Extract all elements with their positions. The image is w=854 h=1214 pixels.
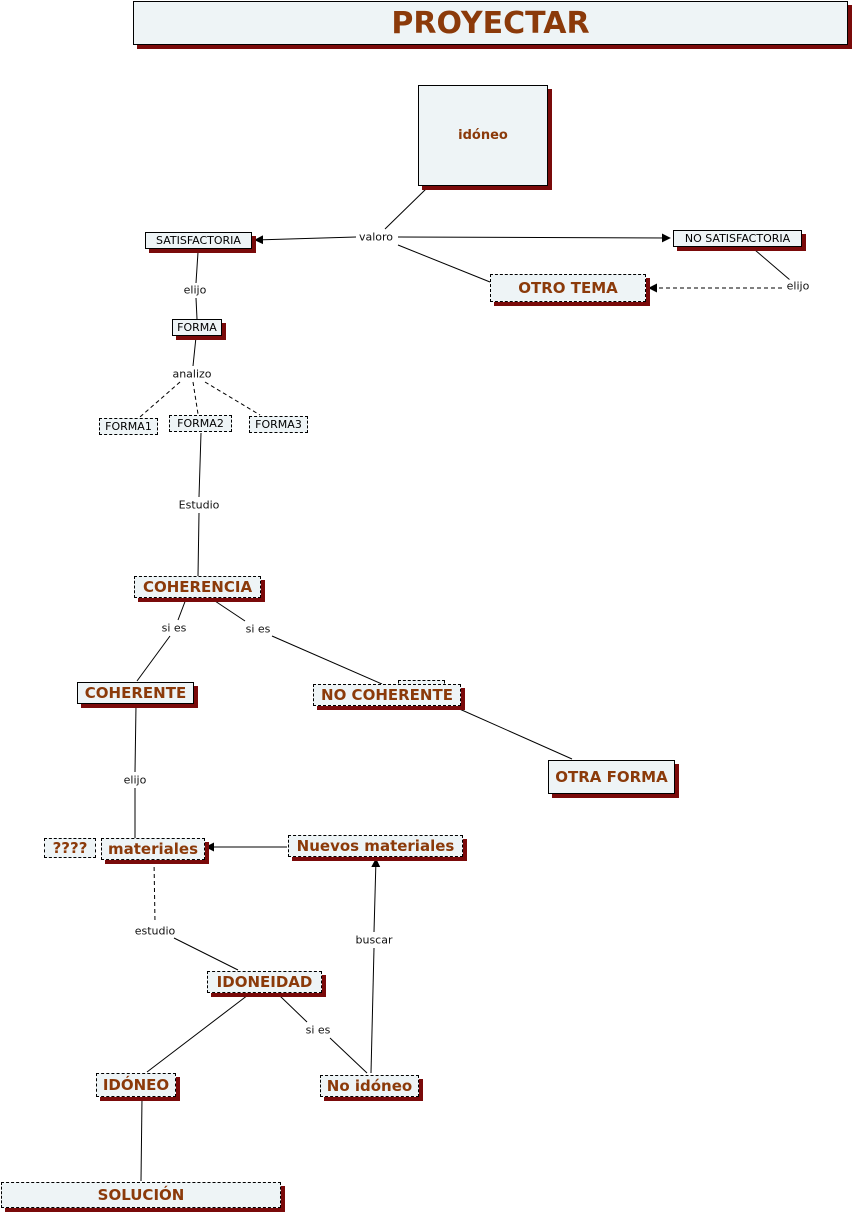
node-satisfactoria[interactable]: SATISFACTORIA [145, 232, 252, 249]
link-label-si-es: si es [304, 1023, 332, 1037]
node-materiales[interactable]: materiales [101, 838, 205, 860]
link-label-elijo: elijo [182, 283, 208, 297]
node-otro-tema[interactable]: OTRO TEMA [490, 274, 646, 302]
link-label-si-es: si es [244, 622, 272, 636]
node-forma[interactable]: FORMA [172, 319, 222, 336]
node-idoneo-top[interactable]: idóneo [418, 85, 548, 186]
node-forma3[interactable]: FORMA3 [249, 416, 308, 433]
node-no-idoneo[interactable]: No idóneo [320, 1075, 419, 1097]
node-no-coherente[interactable]: NO COHERENTE [313, 684, 461, 706]
node-coherencia[interactable]: COHERENCIA [134, 576, 261, 598]
link-label-estudio: Estudio [177, 498, 221, 512]
node-coherente[interactable]: COHERENTE [77, 682, 194, 704]
link-label-elijo: elijo [785, 279, 811, 293]
node-idoneidad[interactable]: IDONEIDAD [207, 971, 322, 993]
node-forma2[interactable]: FORMA2 [169, 415, 232, 432]
map-title: PROYECTAR [133, 1, 848, 45]
node-otra-forma[interactable]: OTRA FORMA [548, 760, 675, 794]
link-label-buscar: buscar [354, 933, 394, 947]
node-forma1[interactable]: FORMA1 [99, 418, 158, 435]
node-nuevos-materiales[interactable]: Nuevos materiales [288, 835, 463, 857]
link-label-valoro: valoro [357, 230, 395, 244]
link-label-si-es: si es [160, 621, 188, 635]
node-unknown[interactable]: ???? [44, 838, 96, 858]
link-label-elijo: elijo [122, 773, 148, 787]
link-label-estudio: estudio [133, 924, 177, 938]
link-label-analizo: analizo [171, 367, 213, 381]
node-solucion[interactable]: SOLUCIÓN [1, 1182, 281, 1208]
node-idoneo[interactable]: IDÓNEO [96, 1073, 176, 1097]
node-no-satisfactoria[interactable]: NO SATISFACTORIA [673, 230, 802, 247]
